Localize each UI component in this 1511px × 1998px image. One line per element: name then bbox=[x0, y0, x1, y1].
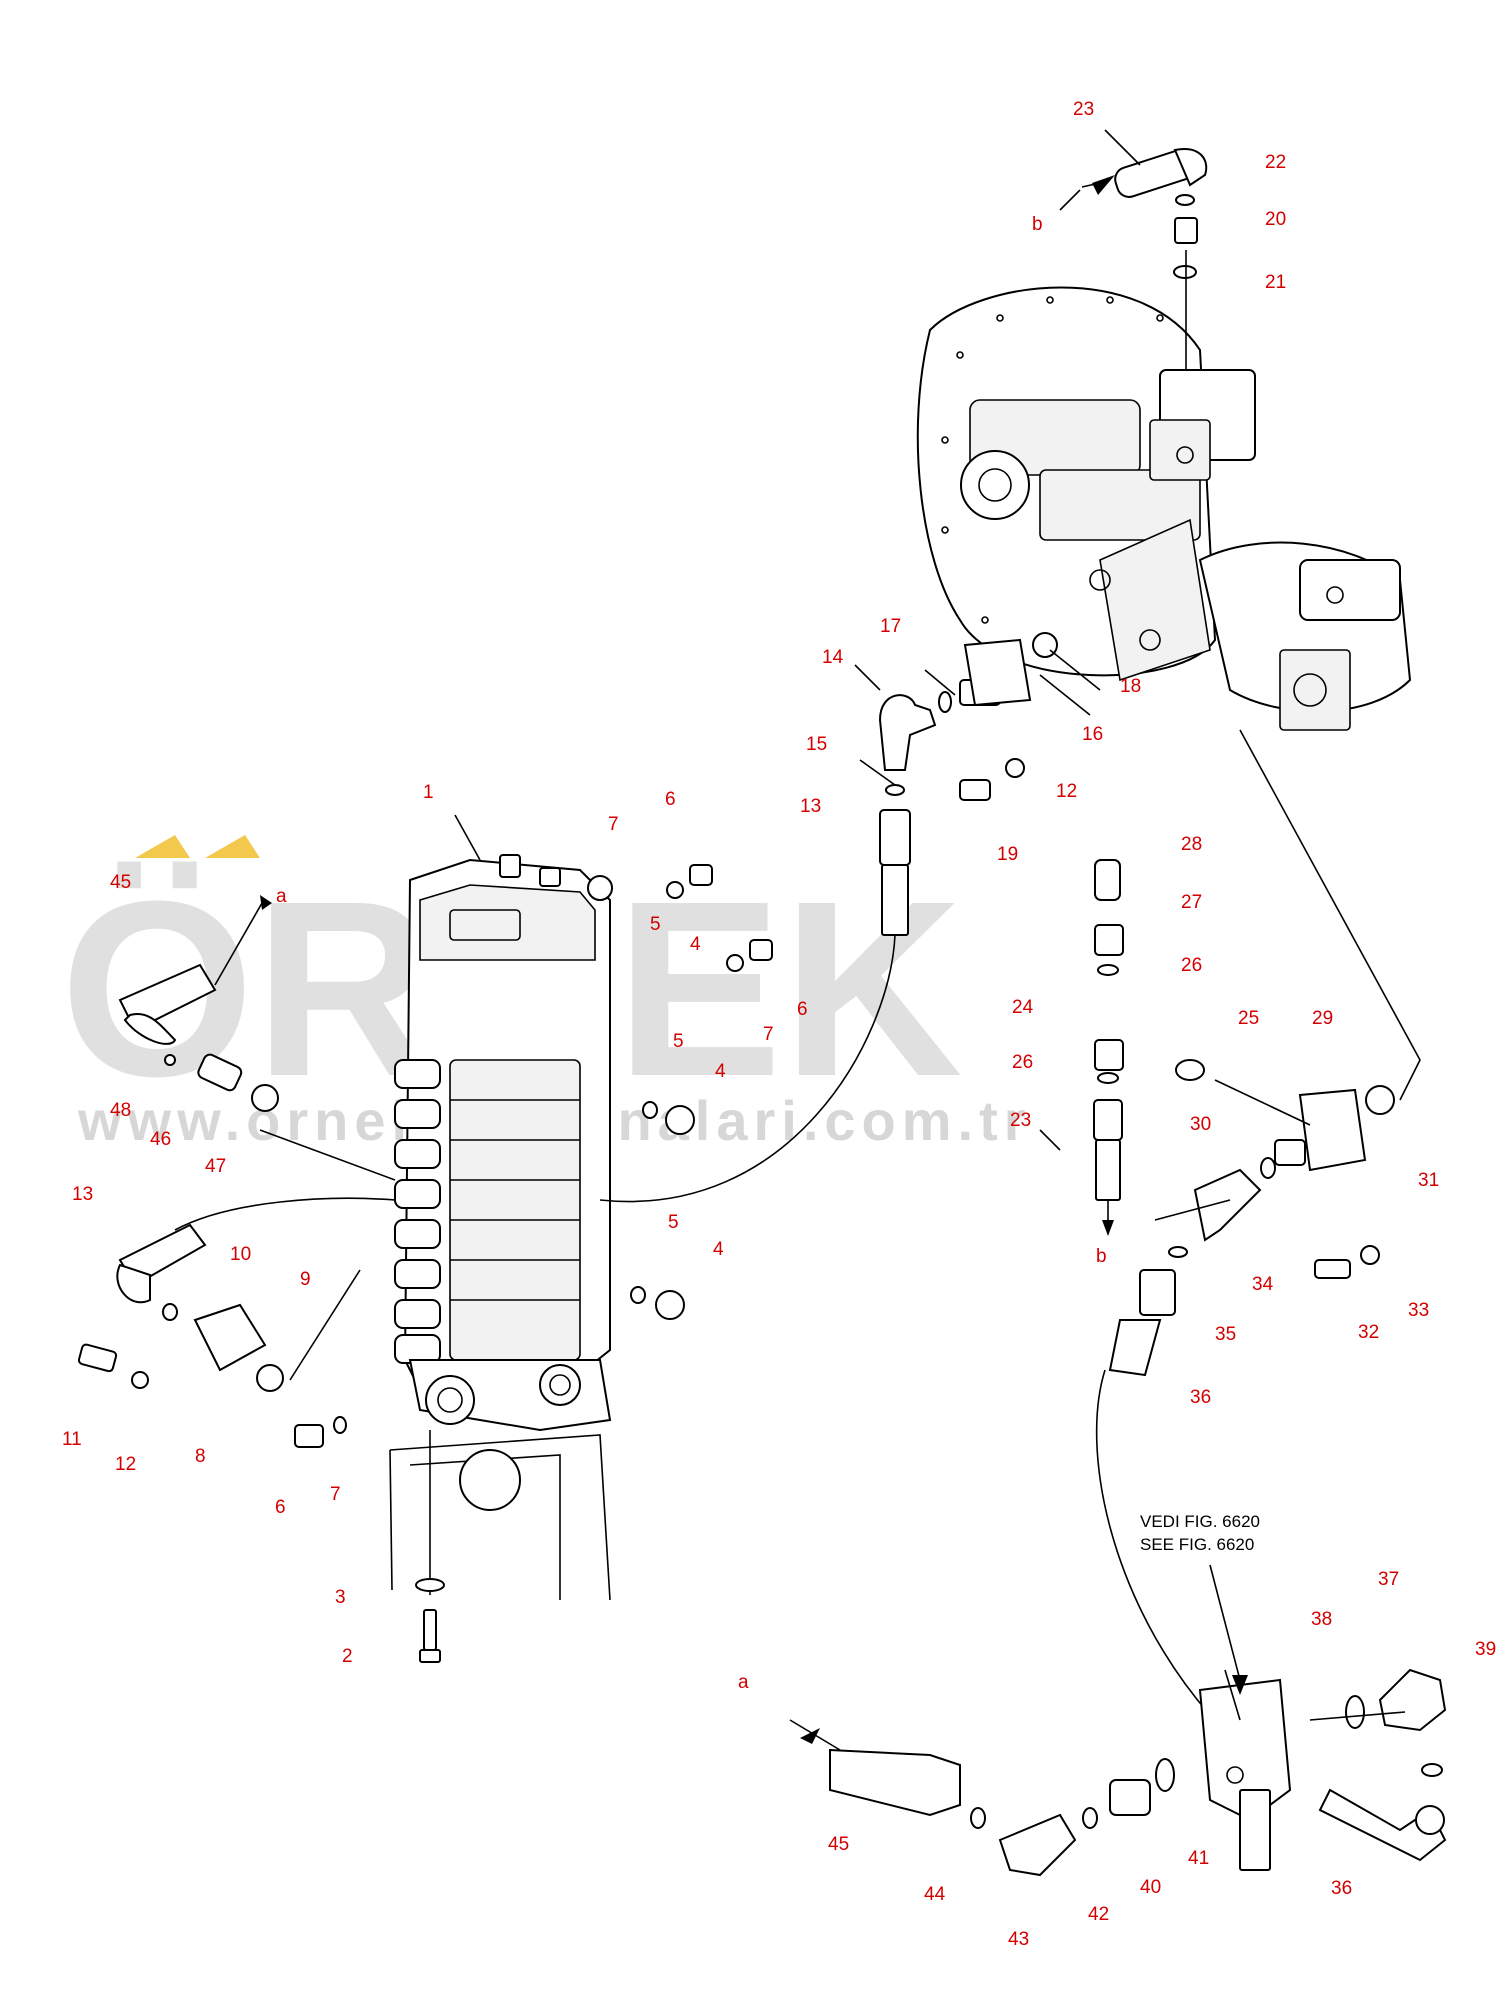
callout-39: 39 bbox=[1475, 1639, 1496, 1660]
callout-41: 41 bbox=[1188, 1848, 1209, 1869]
callout-16: 16 bbox=[1082, 724, 1103, 745]
callout-27: 27 bbox=[1181, 892, 1202, 913]
watermark-accent-left-icon bbox=[135, 835, 190, 858]
hydraulic-pump-assembly bbox=[916, 286, 1412, 731]
callout-4: 4 bbox=[713, 1239, 724, 1260]
callout-26: 26 bbox=[1181, 955, 1202, 976]
callout-6: 6 bbox=[665, 789, 676, 810]
callout-25: 25 bbox=[1238, 1008, 1259, 1029]
callout-6: 6 bbox=[275, 1497, 286, 1518]
callout-34: 34 bbox=[1252, 1274, 1274, 1295]
callout-7: 7 bbox=[608, 814, 619, 835]
callout-labels: 1 2 3 4 4 4 5 5 5 6 6 6 7 7 7 8 9 10 11 … bbox=[62, 99, 1496, 1950]
callout-22: 22 bbox=[1265, 152, 1286, 173]
callout-a: a bbox=[738, 1672, 749, 1693]
callout-44: 44 bbox=[924, 1884, 946, 1905]
callout-5: 5 bbox=[668, 1212, 679, 1233]
callout-12: 12 bbox=[115, 1454, 136, 1475]
callout-7: 7 bbox=[330, 1484, 341, 1505]
callout-4: 4 bbox=[690, 934, 701, 955]
callout-b: b bbox=[1096, 1246, 1107, 1267]
callout-35: 35 bbox=[1215, 1324, 1236, 1345]
callout-9: 9 bbox=[300, 1269, 311, 1290]
callout-21: 21 bbox=[1265, 272, 1286, 293]
callout-10: 10 bbox=[230, 1244, 251, 1265]
callout-17: 17 bbox=[880, 616, 901, 637]
callout-19: 19 bbox=[997, 844, 1018, 865]
callout-12: 12 bbox=[1056, 781, 1077, 802]
callout-13: 13 bbox=[800, 796, 821, 817]
callout-43: 43 bbox=[1008, 1929, 1029, 1950]
callout-a: a bbox=[276, 886, 287, 907]
reference-note-line1: VEDI FIG. 6620 bbox=[1140, 1512, 1260, 1531]
callout-36: 36 bbox=[1190, 1387, 1211, 1408]
callout-36: 36 bbox=[1331, 1878, 1352, 1899]
callout-38: 38 bbox=[1311, 1609, 1332, 1630]
callout-23: 23 bbox=[1010, 1110, 1031, 1131]
callout-18: 18 bbox=[1120, 676, 1141, 697]
callout-8: 8 bbox=[195, 1446, 206, 1467]
callout-1: 1 bbox=[423, 782, 434, 803]
watermark-accent-right-icon bbox=[205, 835, 260, 858]
callout-24: 24 bbox=[1012, 997, 1034, 1018]
callout-b: b bbox=[1032, 214, 1043, 235]
callout-14: 14 bbox=[822, 647, 844, 668]
callout-30: 30 bbox=[1190, 1114, 1211, 1135]
callout-45: 45 bbox=[110, 872, 131, 893]
callout-46: 46 bbox=[150, 1129, 171, 1150]
callout-2: 2 bbox=[342, 1646, 353, 1667]
callout-33: 33 bbox=[1408, 1300, 1429, 1321]
control-valve-assembly bbox=[389, 854, 613, 1601]
callout-29: 29 bbox=[1312, 1008, 1333, 1029]
callout-42: 42 bbox=[1088, 1904, 1109, 1925]
reference-note-line2: SEE FIG. 6620 bbox=[1140, 1535, 1254, 1554]
callout-4: 4 bbox=[715, 1061, 726, 1082]
callout-45: 45 bbox=[828, 1834, 849, 1855]
callout-7: 7 bbox=[763, 1024, 774, 1045]
fittings bbox=[77, 129, 1447, 1877]
callout-26: 26 bbox=[1012, 1052, 1033, 1073]
callout-23: 23 bbox=[1073, 99, 1094, 120]
callout-48: 48 bbox=[110, 1100, 131, 1121]
callout-3: 3 bbox=[335, 1587, 346, 1608]
callout-13: 13 bbox=[72, 1184, 93, 1205]
callout-5: 5 bbox=[673, 1031, 684, 1052]
callout-40: 40 bbox=[1140, 1877, 1161, 1898]
callout-32: 32 bbox=[1358, 1322, 1379, 1343]
callout-5: 5 bbox=[650, 914, 661, 935]
callout-31: 31 bbox=[1418, 1170, 1439, 1191]
callout-47: 47 bbox=[205, 1156, 226, 1177]
callout-28: 28 bbox=[1181, 834, 1202, 855]
callout-20: 20 bbox=[1265, 209, 1286, 230]
callout-37: 37 bbox=[1378, 1569, 1399, 1590]
callout-11: 11 bbox=[62, 1429, 82, 1450]
callout-15: 15 bbox=[806, 734, 827, 755]
callout-6: 6 bbox=[797, 999, 808, 1020]
